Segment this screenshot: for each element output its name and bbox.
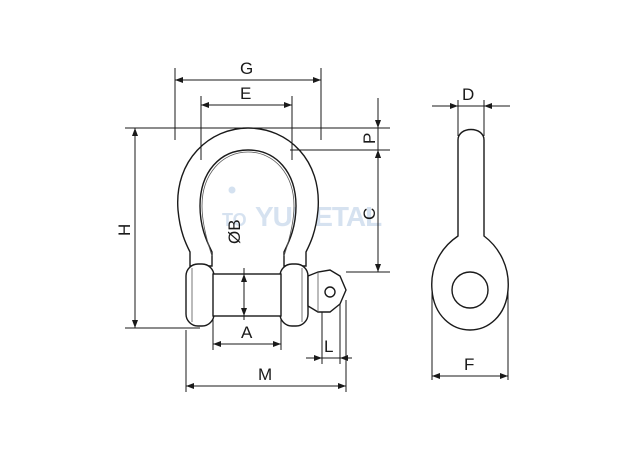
dimension-h: H bbox=[115, 127, 250, 329]
label-f: F bbox=[464, 355, 474, 374]
left-ear bbox=[185, 263, 215, 327]
pin-shaft bbox=[212, 273, 282, 317]
watermark-text: YUMETAL bbox=[255, 201, 382, 232]
dimension-d: D bbox=[432, 85, 510, 136]
label-h: H bbox=[115, 224, 134, 236]
label-l: L bbox=[324, 337, 333, 356]
label-b: ØB bbox=[225, 219, 244, 244]
label-m: M bbox=[258, 365, 272, 384]
label-d: D bbox=[462, 85, 474, 104]
shackle-bow bbox=[177, 127, 319, 267]
dimension-m: M bbox=[185, 300, 347, 392]
right-ear bbox=[279, 263, 309, 327]
watermark-dot-icon bbox=[228, 186, 236, 194]
dimension-c: C bbox=[346, 150, 390, 273]
dimension-l: L bbox=[306, 304, 352, 364]
label-g: G bbox=[240, 59, 253, 78]
watermark-prefix: TO bbox=[222, 210, 247, 230]
shackle-pin-assembly bbox=[185, 263, 347, 327]
dimension-a: A bbox=[212, 318, 282, 350]
watermark-logo: TO YUMETAL bbox=[222, 186, 383, 232]
label-c: C bbox=[360, 208, 379, 220]
label-p: P bbox=[360, 133, 379, 144]
dimension-f: F bbox=[431, 292, 509, 380]
label-e: E bbox=[240, 84, 251, 103]
shackle-side-view bbox=[431, 128, 509, 331]
dimension-b: ØB bbox=[225, 219, 247, 320]
side-eye-hole bbox=[451, 271, 489, 309]
label-a: A bbox=[241, 323, 253, 342]
pin-hole bbox=[324, 286, 336, 298]
